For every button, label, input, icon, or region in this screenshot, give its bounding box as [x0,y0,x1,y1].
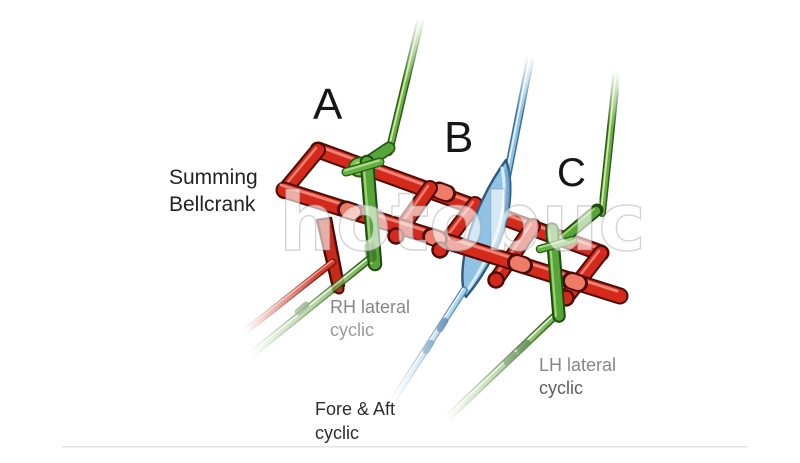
watermark-text: hotobuc [279,176,646,269]
bottom-hairline [62,446,748,448]
pushrod-a-lower [238,253,376,366]
station-c-label: C [557,151,586,195]
pushrod-b-lower [379,286,468,420]
pushrod-b-upper [503,51,535,181]
summing-bellcrank-label-line1: Summing [169,166,258,189]
link-c-green [535,203,604,323]
station-b-label: B [444,113,473,162]
lh-lateral-label-line2: cyclic [539,378,583,398]
rh-lateral-label-line2: cyclic [330,320,374,340]
lh-lateral-label-line1: LH lateral [539,355,616,375]
pushrod-a-upper [385,14,425,156]
input-rod-red-faded [233,258,337,342]
fore-aft-label-line2: cyclic [315,423,359,443]
pushrod-c-lower [432,310,561,433]
summing-bellcrank-label-line2: Bellcrank [169,193,256,216]
link-a-green [341,141,396,272]
fore-aft-label-line1: Fore & Aft [315,399,395,419]
bellcrank-main-bar [275,181,629,305]
station-a-label: A [313,80,343,129]
pushrod-c-upper [598,66,621,217]
rh-lateral-label-line1: RH lateral [330,297,410,317]
